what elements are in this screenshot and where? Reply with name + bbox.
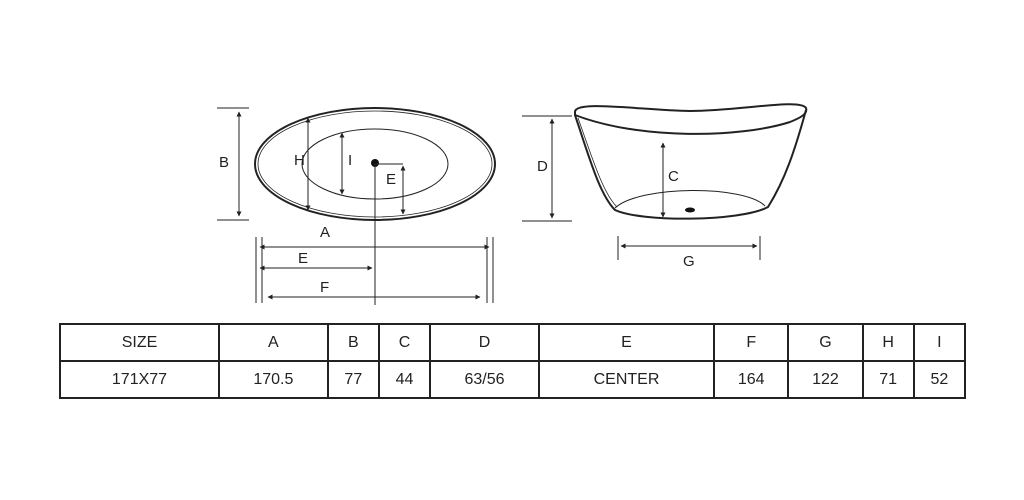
label-c: C bbox=[668, 168, 679, 185]
table-cell: 171X77 bbox=[59, 360, 220, 399]
header-cell: G bbox=[787, 323, 864, 362]
side-view bbox=[522, 103, 808, 260]
label-a: A bbox=[320, 224, 330, 241]
header-cell: I bbox=[912, 323, 967, 362]
table-cell: 44 bbox=[377, 360, 432, 399]
label-h: H bbox=[294, 152, 305, 169]
header-cell: A bbox=[218, 323, 329, 362]
label-e-inner: E bbox=[386, 171, 396, 188]
label-i: I bbox=[348, 152, 352, 169]
table-cell: 63/56 bbox=[429, 360, 540, 399]
table-header-row: SIZE A B C D E F G H I bbox=[59, 323, 967, 362]
drain-dot bbox=[685, 207, 695, 213]
header-cell: H bbox=[861, 323, 915, 362]
header-cell: E bbox=[537, 323, 716, 362]
table-cell: 52 bbox=[912, 360, 967, 399]
header-cell: C bbox=[377, 323, 432, 362]
table-cell: 77 bbox=[326, 360, 380, 399]
top-view bbox=[217, 107, 496, 305]
header-cell: D bbox=[429, 323, 540, 362]
table-cell: 71 bbox=[861, 360, 915, 399]
table-cell: 164 bbox=[713, 360, 790, 399]
dimensions-table: SIZE A B C D E F G H I 171X77 170.5 77 4… bbox=[59, 323, 967, 399]
header-cell: SIZE bbox=[59, 323, 220, 362]
table-cell: 170.5 bbox=[218, 360, 329, 399]
bathtub-diagram: B H I E A E F D C G bbox=[217, 103, 808, 305]
header-cell: F bbox=[713, 323, 790, 362]
drain-dot bbox=[371, 159, 379, 167]
table-cell: CENTER bbox=[537, 360, 716, 399]
label-e-bottom: E bbox=[298, 250, 308, 267]
label-d: D bbox=[537, 158, 548, 175]
label-f: F bbox=[320, 279, 329, 296]
table-row: 171X77 170.5 77 44 63/56 CENTER 164 122 … bbox=[59, 360, 967, 399]
header-cell: B bbox=[326, 323, 380, 362]
label-b: B bbox=[219, 154, 229, 171]
label-g: G bbox=[683, 253, 695, 270]
table-cell: 122 bbox=[787, 360, 864, 399]
